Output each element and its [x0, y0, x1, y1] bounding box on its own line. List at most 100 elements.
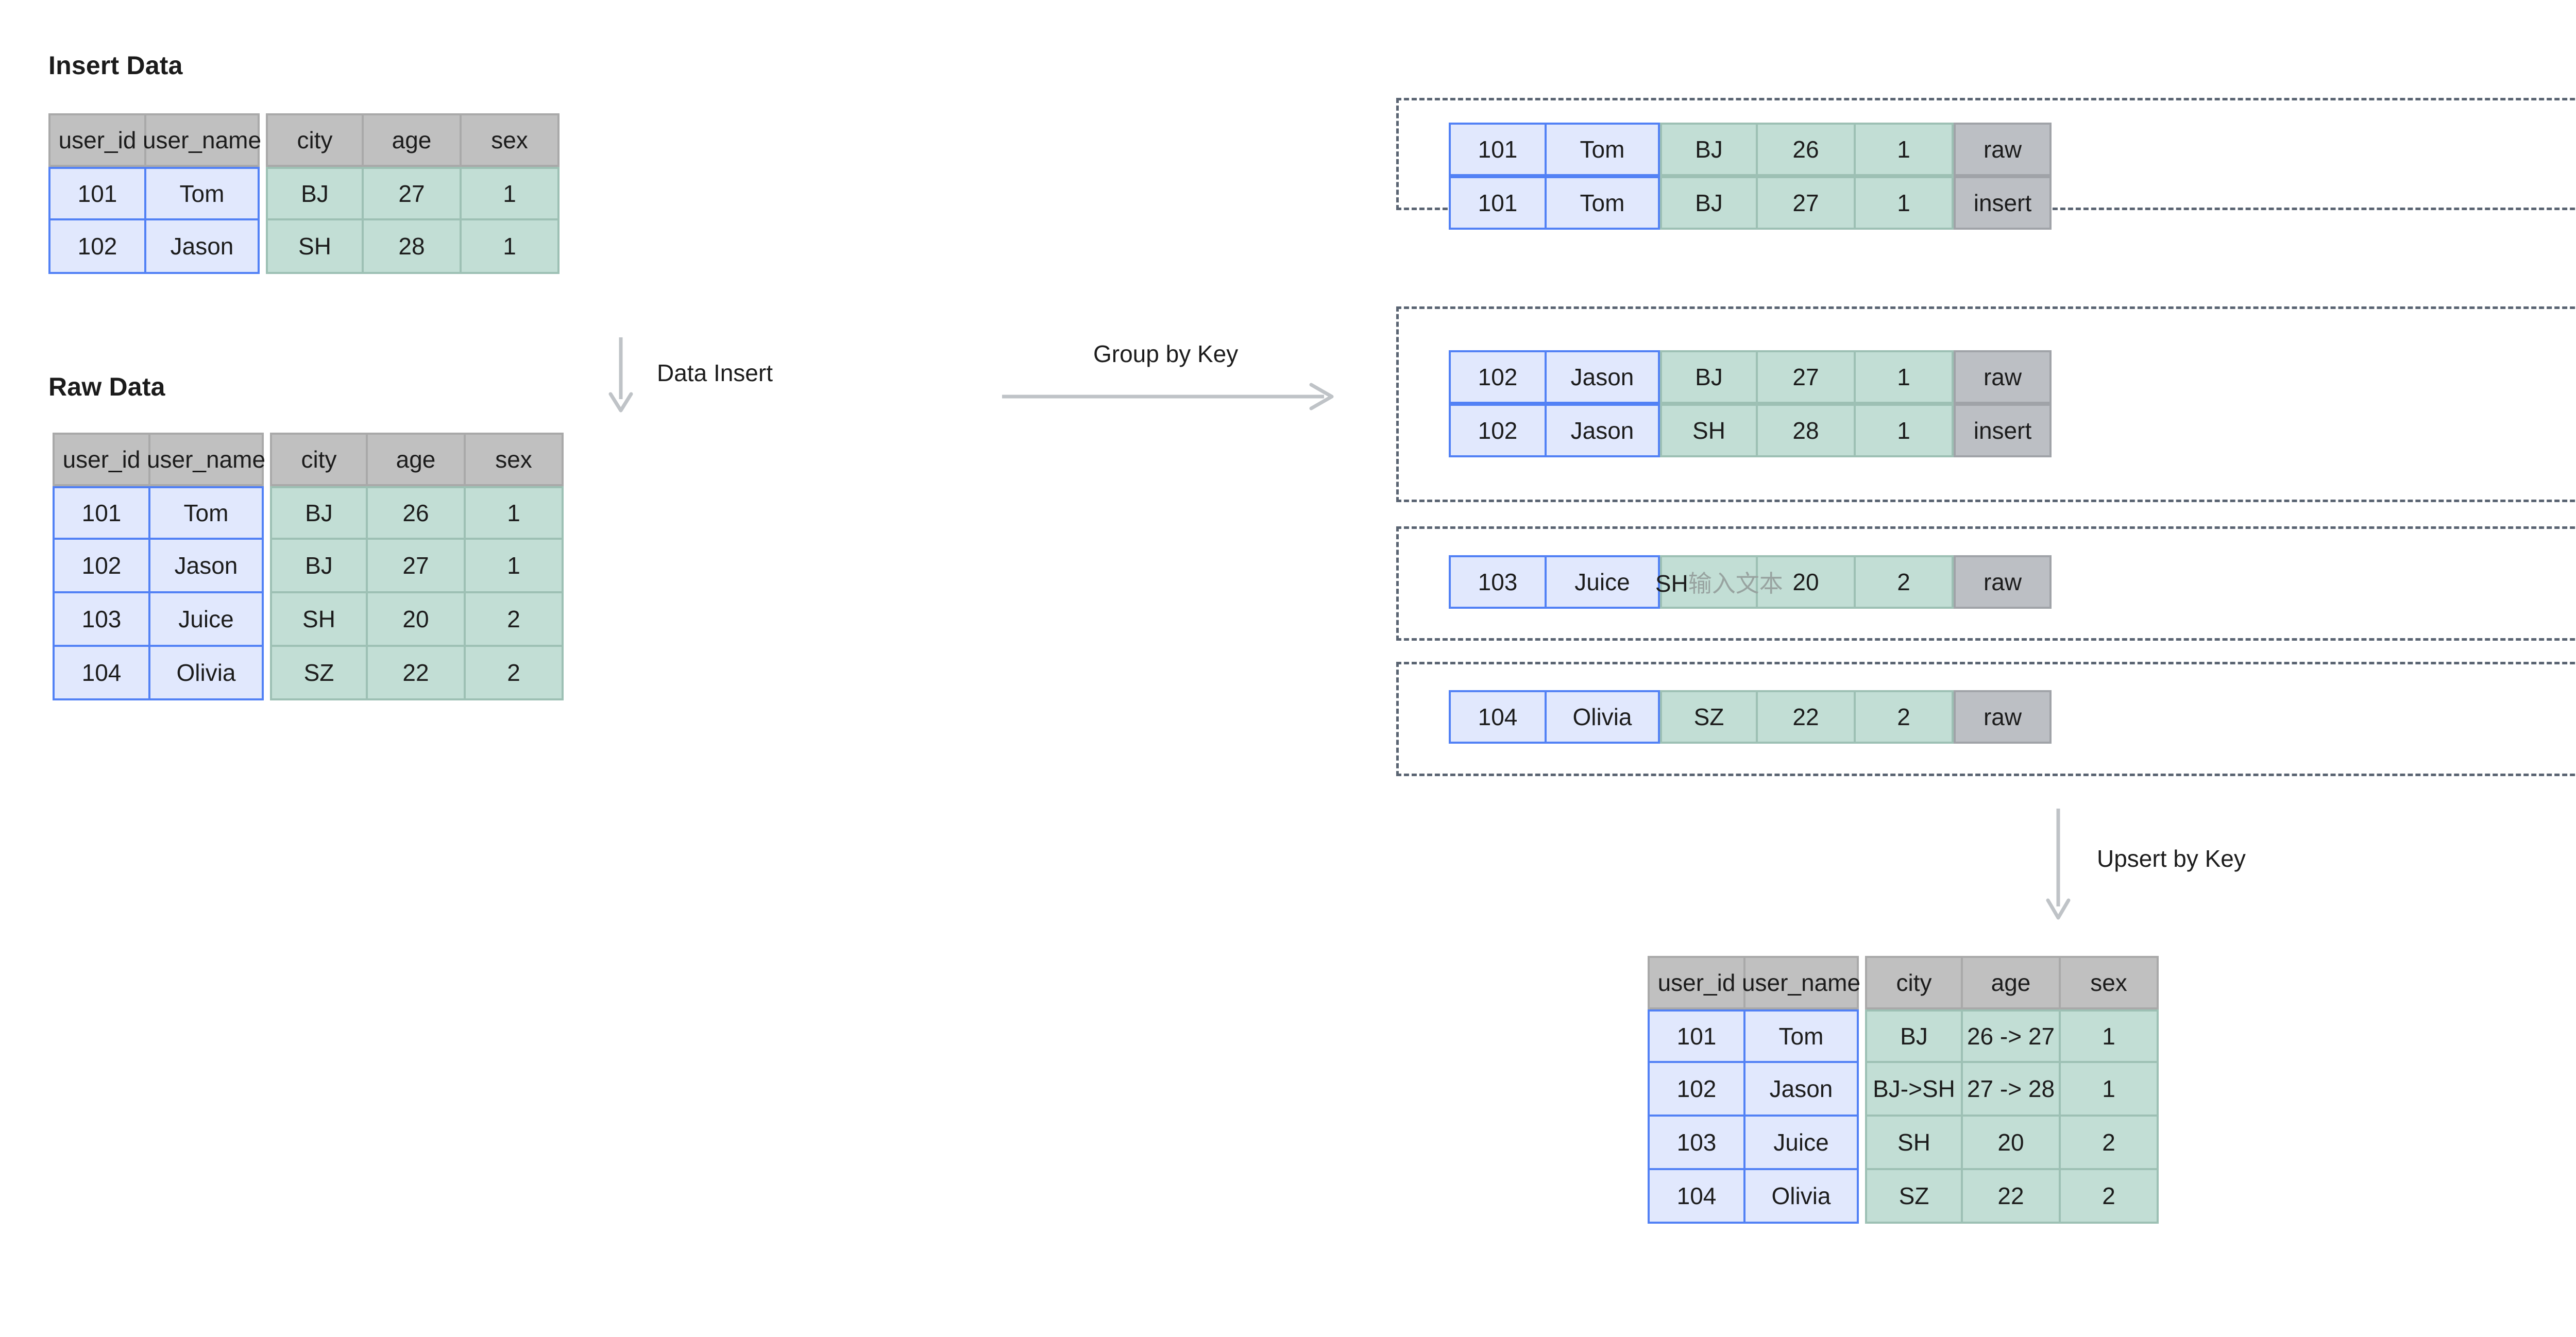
result-header-keys: user_id user_name: [1648, 956, 1860, 1009]
insert-header-keys: user_id user_name: [48, 113, 261, 167]
table-row: 101 Tom: [1648, 1009, 1859, 1063]
cell-user-name: Jason: [150, 540, 264, 593]
cell-city: SH输入文本: [1655, 555, 1783, 609]
upsert-by-key-label: Upsert by Key: [2097, 845, 2246, 872]
group-rows-103: 103 Juice SH输入文本 20 2 raw: [1449, 555, 2052, 609]
cell-user-id: 104: [53, 647, 150, 700]
table-row: 103 Juice: [1648, 1117, 1859, 1170]
table-row: 102 Jason: [1648, 1063, 1859, 1117]
table-row: SZ 22 2: [270, 647, 564, 700]
result-table: user_id user_name 101 Tom 102 Jason 103 …: [1648, 956, 2159, 1224]
group-box-104: [1396, 662, 2576, 776]
cell-user-name: Juice: [1745, 1117, 1859, 1170]
col-header-user-id: user_id: [48, 113, 146, 167]
raw-data-table: user_id user_name 101 Tom 102 Jason 103 …: [53, 433, 564, 700]
cell-city: SZ: [1865, 1170, 1963, 1224]
cell-user-id: 101: [53, 486, 150, 540]
col-header-age: age: [368, 433, 466, 486]
group-by-key-label: Group by Key: [1093, 340, 1239, 367]
col-header-user-name: user_name: [147, 433, 265, 486]
table-row: 104 Olivia: [1648, 1170, 1859, 1224]
cell-user-name: Tom: [146, 167, 260, 220]
cell-user-name: Tom: [150, 486, 264, 540]
cell-user-id: 102: [1648, 1063, 1745, 1117]
cell-user-id: 102: [48, 220, 146, 274]
cell-city-content: SH输入文本: [1655, 565, 1783, 599]
col-header-city: city: [1865, 956, 1963, 1009]
data-insert-label: Data Insert: [657, 359, 773, 386]
cell-age: 22: [1963, 1170, 2061, 1224]
cell-sex: 2: [466, 647, 564, 700]
col-header-user-id: user_id: [1648, 956, 1745, 1009]
table-row: 101 Tom: [53, 486, 264, 540]
table-row: SH 28 1: [266, 220, 560, 274]
status-badge: insert: [1954, 404, 2052, 457]
cell-sex: 1: [462, 220, 560, 274]
insert-value-block: city age sex BJ 27 1 SH 28 1: [266, 113, 560, 274]
col-header-age: age: [364, 113, 462, 167]
status-badge: raw: [1954, 350, 2052, 404]
result-key-block: user_id user_name 101 Tom 102 Jason 103 …: [1648, 956, 1860, 1224]
insert-data-title: Insert Data: [48, 51, 183, 80]
cell-sex: 1: [2061, 1063, 2159, 1117]
cell-city: SZ: [1660, 690, 1758, 744]
cell-user-name: Juice: [150, 593, 264, 647]
cell-user-id: 101: [48, 167, 146, 220]
cell-sex: 1: [462, 167, 560, 220]
table-row: 102 Jason: [48, 220, 260, 274]
cell-sex: 1: [2061, 1009, 2159, 1063]
upsert-by-key-arrow-icon: [2046, 809, 2071, 920]
cell-age: 28: [1758, 404, 1856, 457]
table-row: SZ 22 2: [1865, 1170, 2159, 1224]
cell-sex: 1: [466, 486, 564, 540]
col-header-user-name: user_name: [143, 113, 261, 167]
cell-age: 27: [364, 167, 462, 220]
cell-age: 22: [368, 647, 466, 700]
status-badge: raw: [1954, 123, 2052, 176]
cell-user-name: Jason: [1547, 404, 1660, 457]
cell-user-name: Tom: [1745, 1009, 1859, 1063]
group-rows-102: 102 Jason BJ 27 1 raw 102 Jason SH 28 1 …: [1449, 350, 2052, 457]
table-row: BJ 27 1: [270, 540, 564, 593]
status-badge: raw: [1954, 690, 2052, 744]
cell-user-id: 101: [1449, 176, 1547, 230]
group-rows-101: 101 Tom BJ 26 1 raw 101 Tom BJ 27 1 inse…: [1449, 123, 2052, 230]
cell-city-placeholder: 输入文本: [1688, 570, 1783, 597]
cell-age: 27: [1758, 350, 1856, 404]
table-row: BJ->SH 27 -> 28 1: [1865, 1063, 2159, 1117]
cell-user-name: Juice: [1547, 555, 1660, 609]
cell-user-id: 103: [53, 593, 150, 647]
cell-age: 27 -> 28: [1963, 1063, 2061, 1117]
cell-sex: 1: [1856, 350, 1954, 404]
cell-city: BJ: [266, 167, 364, 220]
cell-age: 27: [368, 540, 466, 593]
cell-user-id: 104: [1449, 690, 1547, 744]
cell-city: SH: [1865, 1117, 1963, 1170]
col-header-user-name: user_name: [1742, 956, 1860, 1009]
group-by-key-arrow-icon: [1002, 383, 1334, 410]
cell-city: SH: [266, 220, 364, 274]
cell-city: BJ: [1865, 1009, 1963, 1063]
table-row: 102 Jason BJ 27 1 raw: [1449, 350, 2052, 404]
cell-city: SZ: [270, 647, 368, 700]
cell-sex: 2: [2061, 1117, 2159, 1170]
result-header-values: city age sex: [1865, 956, 2159, 1009]
table-row: 101 Tom BJ 27 1 insert: [1449, 176, 2052, 230]
table-row: 104 Olivia SZ 22 2 raw: [1449, 690, 2052, 744]
table-row: 104 Olivia: [53, 647, 264, 700]
cell-city: SH: [270, 593, 368, 647]
cell-age: 28: [364, 220, 462, 274]
table-row: 102 Jason SH 28 1 insert: [1449, 404, 2052, 457]
cell-sex: 2: [466, 593, 564, 647]
table-row: BJ 26 1: [270, 486, 564, 540]
group-box-103: [1396, 526, 2576, 641]
cell-user-id: 102: [1449, 350, 1547, 404]
cell-age: 26: [1758, 123, 1856, 176]
cell-city: SH: [1660, 404, 1758, 457]
cell-user-name: Jason: [1745, 1063, 1859, 1117]
cell-user-id: 104: [1648, 1170, 1745, 1224]
cell-age: 20: [1758, 555, 1856, 609]
cell-user-id: 102: [1449, 404, 1547, 457]
table-row: 101 Tom: [48, 167, 260, 220]
